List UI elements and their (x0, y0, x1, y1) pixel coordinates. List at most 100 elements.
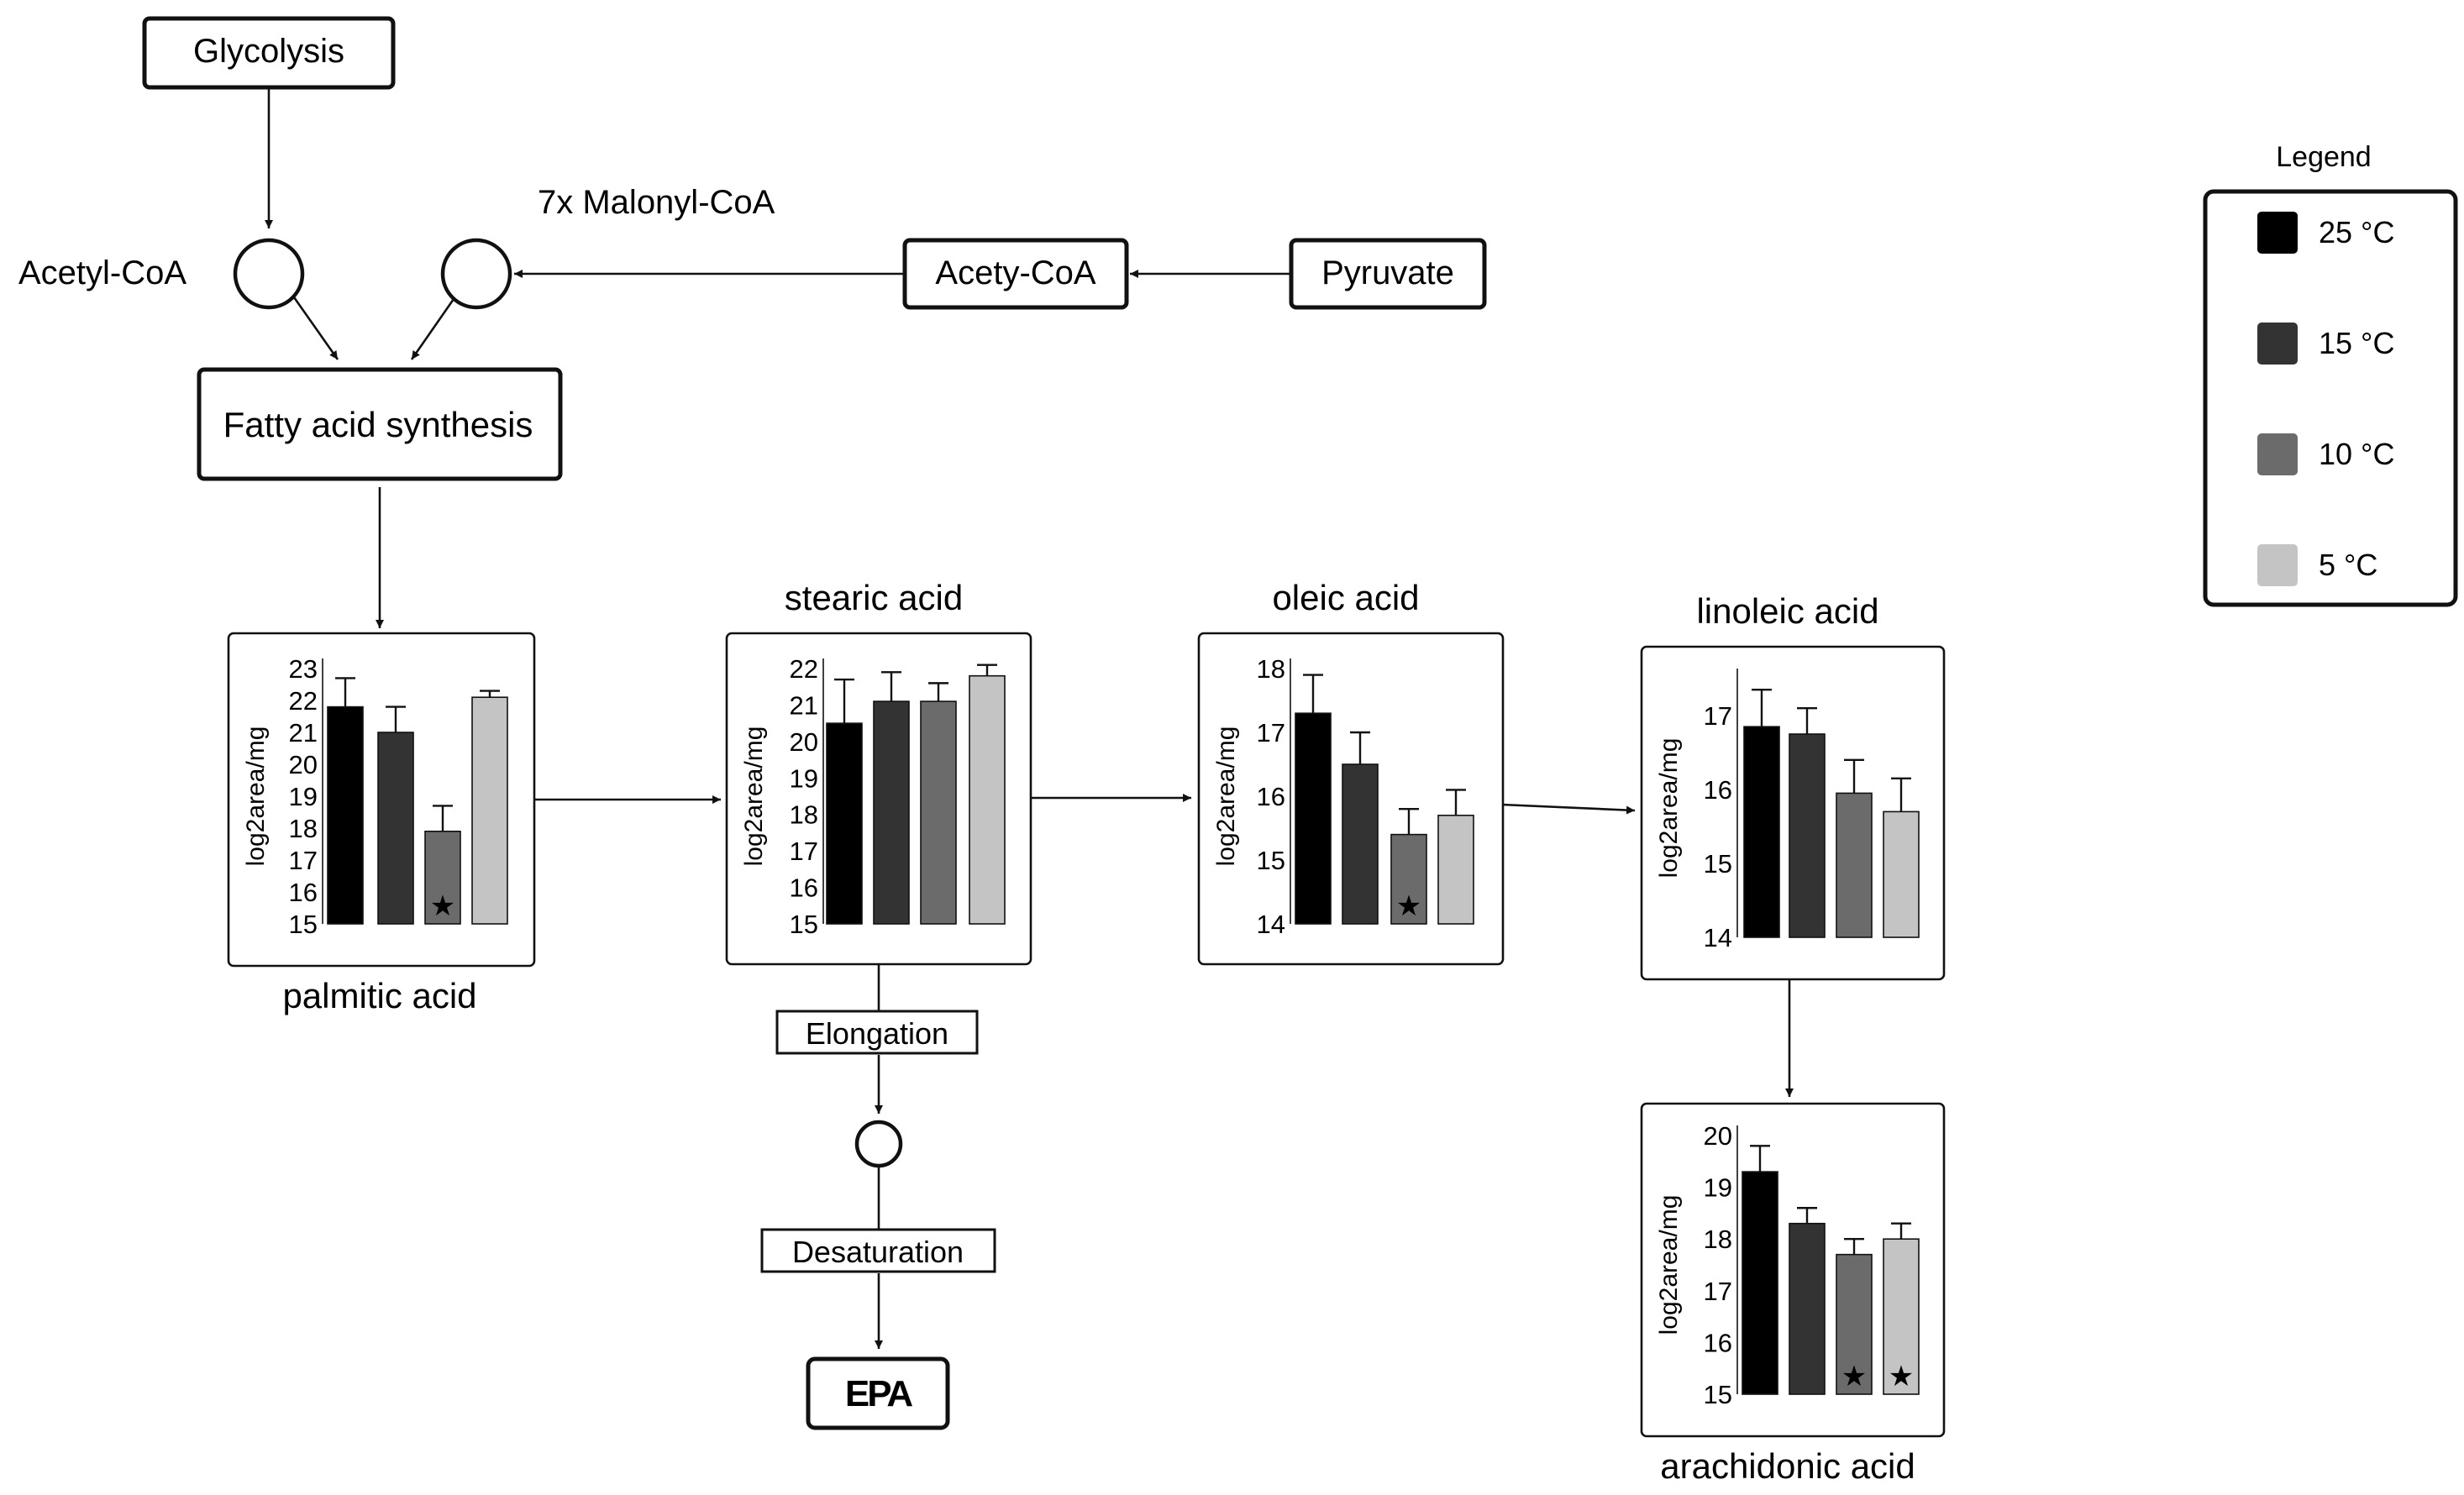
node-malonyl-coa (440, 238, 512, 310)
y-tick-label: 16 (1257, 782, 1285, 811)
y-tick-label: 18 (1704, 1225, 1732, 1254)
bar (1789, 733, 1826, 938)
bar (969, 674, 1006, 925)
node-intermediate (854, 1120, 903, 1168)
error-bar (928, 682, 948, 702)
bar (1742, 1171, 1778, 1395)
error-bar (1891, 1222, 1911, 1240)
bar (920, 700, 957, 925)
node-glycolysis-label: Glycolysis (193, 33, 344, 70)
chart-title: stearic acid (785, 578, 963, 617)
y-tick-label: 17 (289, 846, 318, 875)
y-tick-label: 21 (289, 718, 318, 748)
y-tick-label: 22 (790, 654, 818, 684)
legend-item: 10 °C (2257, 433, 2394, 475)
label-acetyl-coa: Acetyl-CoA (18, 254, 187, 291)
y-axis-label: log2area/mg (1655, 1195, 1683, 1335)
bar (1836, 792, 1873, 938)
y-axis-label: log2area/mg (1655, 738, 1683, 879)
error-bar (834, 678, 854, 724)
y-tick-label: 17 (1257, 718, 1285, 748)
error-bar (1797, 1207, 1817, 1224)
error-bar (433, 805, 453, 831)
node-epa: EPA (806, 1356, 950, 1430)
node-acety-coa-label: Acety-CoA (935, 254, 1095, 291)
significance-star: ★ (1841, 1361, 1867, 1393)
y-axis-label: log2area/mg (740, 727, 768, 867)
legend-item: 25 °C (2257, 212, 2394, 254)
legend-item: 15 °C (2257, 323, 2394, 365)
arrow-oleic-to-linoleic (1501, 803, 1636, 815)
node-desaturation: Desaturation (760, 1228, 996, 1273)
node-glycolysis: Glycolysis (142, 16, 396, 90)
bar (826, 722, 863, 925)
y-tick-label: 16 (1704, 1328, 1732, 1357)
y-tick-label: 17 (790, 837, 818, 866)
error-bar (1446, 789, 1466, 816)
node-pyruvate: Pyruvate (1289, 238, 1487, 310)
significance-star: ★ (430, 890, 455, 922)
y-axis-label: log2area/mg (1212, 727, 1240, 867)
y-tick-label: 19 (790, 763, 818, 793)
y-tick-label: 23 (289, 654, 318, 684)
bar (1883, 810, 1920, 938)
error-bar (1797, 707, 1817, 734)
error-bar (1891, 777, 1911, 812)
y-tick-label: 17 (1704, 1277, 1732, 1306)
bar (1390, 833, 1427, 925)
bar (873, 700, 910, 925)
node-epa-label: EPA (845, 1373, 912, 1414)
legend-swatch (2257, 433, 2298, 475)
node-fatty-acid-synthesis-label: Fatty acid synthesis (223, 405, 533, 444)
bar (424, 830, 461, 925)
chart-title: palmitic acid (282, 976, 476, 1015)
legend-label: 10 °C (2319, 437, 2394, 471)
y-tick-label: 16 (1704, 775, 1732, 805)
y-tick-label: 15 (1704, 1380, 1732, 1409)
bar (1437, 814, 1474, 925)
error-bar (881, 671, 901, 702)
node-elongation: Elongation (775, 1010, 979, 1055)
bar (1295, 712, 1332, 925)
y-tick-label: 17 (1704, 701, 1732, 731)
legend-label: 15 °C (2319, 326, 2394, 360)
y-tick-label: 19 (1704, 1173, 1732, 1203)
y-tick-label: 15 (1704, 849, 1732, 879)
legend-label: 25 °C (2319, 215, 2394, 249)
y-axis-label: log2area/mg (242, 727, 270, 867)
legend-label: 5 °C (2319, 548, 2377, 582)
label-malonyl-coa: 7x Malonyl-CoA (538, 184, 775, 221)
error-bar (1399, 808, 1419, 835)
error-bar (1303, 674, 1323, 714)
chart-title: arachidonic acid (1660, 1446, 1915, 1486)
error-bar (977, 664, 997, 676)
y-tick-label: 14 (1704, 923, 1732, 952)
chart-title: linoleic acid (1696, 591, 1878, 631)
y-tick-label: 16 (790, 873, 818, 903)
bar (1836, 1253, 1873, 1395)
error-bar (1844, 758, 1864, 794)
y-tick-label: 16 (289, 878, 318, 907)
y-tick-label: 15 (790, 910, 818, 939)
node-pyruvate-label: Pyruvate (1321, 254, 1454, 291)
bar (1789, 1222, 1826, 1395)
y-tick-label: 19 (289, 782, 318, 811)
node-acetyl-coa (233, 238, 305, 310)
bar (1743, 726, 1780, 938)
error-bar (1750, 1145, 1770, 1172)
legend: Legend 25 °C 15 °C 10 °C 5 °C (2203, 141, 2458, 607)
legend-title: Legend (2276, 141, 2371, 173)
error-bar (386, 706, 406, 732)
bar (1883, 1238, 1920, 1395)
node-desaturation-label: Desaturation (792, 1235, 964, 1269)
y-tick-label: 18 (790, 800, 818, 830)
node-fatty-acid-synthesis: Fatty acid synthesis (197, 367, 563, 481)
node-acety-coa: Acety-CoA (902, 238, 1129, 310)
significance-star: ★ (1889, 1361, 1914, 1393)
y-tick-label: 14 (1257, 910, 1285, 939)
bar (471, 696, 508, 925)
